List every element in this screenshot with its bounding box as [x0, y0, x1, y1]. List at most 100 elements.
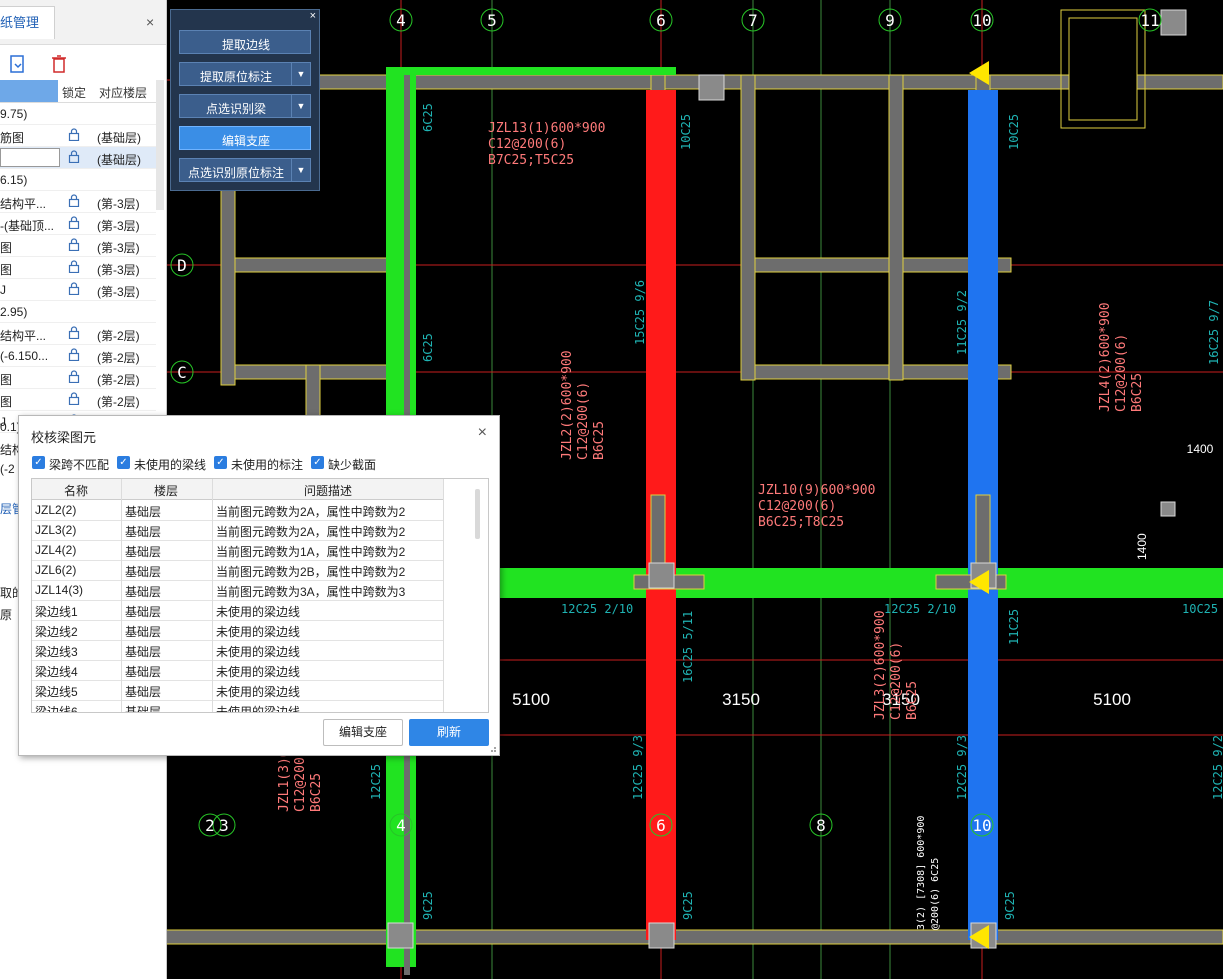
extract-edge-button[interactable]: 提取边线 — [179, 30, 311, 54]
cell-name: 梁边线4 — [35, 665, 78, 679]
cad-drawing[interactable]: 4 5 6 7 9 10 11 D C 2 3 4 6 8 10 5100 31… — [166, 0, 1223, 979]
lock-icon[interactable] — [68, 370, 80, 383]
rebar-note: 3(2) [7308] 600*900 — [916, 816, 927, 930]
lock-icon[interactable] — [68, 216, 80, 229]
rebar-note: 11C25 — [1007, 609, 1021, 645]
beam-label: JZL3(2)600*900 — [873, 610, 888, 720]
button-label: 编辑支座 — [221, 134, 270, 148]
import-drawing-icon[interactable] — [6, 53, 28, 75]
dialog-title: 校核梁图元 — [31, 430, 97, 445]
list-item[interactable]: (基础层) — [0, 147, 156, 169]
lock-icon[interactable] — [68, 128, 80, 141]
list-item[interactable]: 图(第-3层) — [0, 235, 156, 257]
list-item[interactable]: 结构平...(第-3层) — [0, 191, 156, 213]
table-row[interactable]: JZL6(2)基础层当前图元跨数为2B，属性中跨数为2 — [32, 560, 444, 581]
checkbox-label: 未使用的梁线 — [134, 458, 207, 472]
button-label: 点选识别原位标注 — [187, 166, 284, 180]
rebar-note: 6C25 — [421, 333, 435, 362]
point-identify-inplace-annotation-button[interactable]: 点选识别原位标注 ▼ — [179, 158, 311, 182]
chevron-down-icon[interactable]: ▼ — [291, 63, 310, 85]
beam-label: B6C25 — [905, 681, 920, 720]
check-icon[interactable]: ✓ — [214, 456, 227, 469]
lock-icon[interactable] — [68, 326, 80, 339]
list-item[interactable]: 2.95) — [0, 301, 156, 323]
list-item[interactable]: J(第-3层) — [0, 279, 156, 301]
tab-drawing-management[interactable]: 纸管理 — [0, 6, 55, 39]
lock-icon[interactable] — [68, 282, 80, 295]
lock-icon[interactable] — [68, 348, 80, 361]
cell-floor: 基础层 — [125, 665, 162, 679]
table-row[interactable]: JZL3(2)基础层当前图元跨数为2A，属性中跨数为2 — [32, 520, 444, 541]
list-item[interactable]: 结构平...(第-2层) — [0, 323, 156, 345]
list-item[interactable]: (-6.150...(第-2层) — [0, 345, 156, 367]
column-header-description[interactable]: 问题描述 — [304, 484, 353, 498]
checkbox-label: 梁跨不匹配 — [49, 458, 110, 472]
rebar-note: 12C25 9/3 — [631, 735, 645, 800]
option-text[interactable]: 原 — [0, 608, 13, 622]
rebar-note: 12C25 9/2 — [1211, 735, 1223, 800]
chevron-down-icon[interactable]: ▼ — [291, 95, 310, 117]
cell-description: 未使用的梁边线 — [216, 605, 301, 619]
rebar-note: 12C25 2/10 — [884, 602, 956, 616]
close-icon[interactable]: × — [477, 424, 487, 441]
rebar-note: 10C25 — [1007, 114, 1021, 150]
lock-icon[interactable] — [68, 194, 80, 207]
drawing-name: 结构平... — [0, 197, 47, 211]
extract-inplace-annotation-button[interactable]: 提取原位标注 ▼ — [179, 62, 311, 86]
scrollbar[interactable] — [156, 80, 164, 210]
axis-bubble-label: 11 — [1140, 11, 1159, 30]
edit-support-button[interactable]: 编辑支座 — [323, 719, 403, 746]
lock-icon[interactable] — [68, 392, 80, 405]
lock-icon[interactable] — [68, 260, 80, 273]
resize-grip-icon[interactable] — [489, 745, 497, 753]
lock-icon[interactable] — [68, 238, 80, 251]
list-item[interactable]: 筋图(基础层) — [0, 125, 156, 147]
cell-description: 未使用的梁边线 — [216, 705, 301, 713]
delete-icon[interactable] — [48, 53, 70, 75]
floor-label: (第-3层) — [97, 263, 140, 277]
beam-label: B6C25;T8C25 — [758, 515, 844, 530]
list-item[interactable]: 9.75) — [0, 103, 156, 125]
check-icon[interactable]: ✓ — [32, 456, 45, 469]
close-icon[interactable]: × — [146, 14, 155, 30]
edit-support-button[interactable]: 编辑支座 — [179, 126, 311, 150]
list-item[interactable]: 图(第-2层) — [0, 367, 156, 389]
floor-label: (第-2层) — [97, 329, 140, 343]
axis-bubble-label: 3 — [219, 816, 229, 835]
lock-icon[interactable] — [68, 150, 80, 163]
point-identify-beam-button[interactable]: 点选识别梁 ▼ — [179, 94, 311, 118]
table-row[interactable]: JZL2(2)基础层当前图元跨数为2A，属性中跨数为2 — [32, 500, 444, 521]
cell-floor: 基础层 — [125, 605, 162, 619]
column-header-name[interactable]: 名称 — [64, 484, 89, 498]
list-item[interactable]: 图(第-2层) — [0, 389, 156, 411]
cell-floor: 基础层 — [125, 565, 162, 579]
list-item[interactable]: 6.15) — [0, 169, 156, 191]
list-item[interactable]: 图(第-3层) — [0, 257, 156, 279]
floor-label: (第-2层) — [97, 351, 140, 365]
drawing-name: 9.75) — [0, 107, 28, 121]
table-row[interactable]: JZL4(2)基础层当前图元跨数为1A，属性中跨数为2 — [32, 540, 444, 561]
table-row[interactable]: JZL14(3)基础层当前图元跨数为3A，属性中跨数为3 — [32, 580, 444, 601]
floor-label: (第-2层) — [97, 373, 140, 387]
refresh-button[interactable]: 刷新 — [409, 719, 489, 746]
lock-column-header: 锁定 — [62, 86, 87, 100]
scrollbar[interactable] — [475, 489, 480, 539]
chevron-down-icon[interactable]: ▼ — [291, 159, 310, 181]
close-icon[interactable]: × — [309, 10, 316, 22]
check-icon[interactable]: ✓ — [311, 456, 324, 469]
checkbox-label: 未使用的标注 — [231, 458, 304, 472]
name-column-header[interactable] — [0, 80, 58, 102]
list-item[interactable]: -(基础顶...(第-3层) — [0, 213, 156, 235]
rebar-note: 15C25 9/6 — [633, 280, 647, 345]
dimension-text: 3150 — [882, 690, 920, 709]
rebar-note: 16C25 5/11 — [681, 611, 695, 683]
check-icon[interactable]: ✓ — [117, 456, 130, 469]
beam-label: C12@200(6) — [889, 642, 904, 720]
column-header-floor[interactable]: 楼层 — [154, 484, 179, 498]
